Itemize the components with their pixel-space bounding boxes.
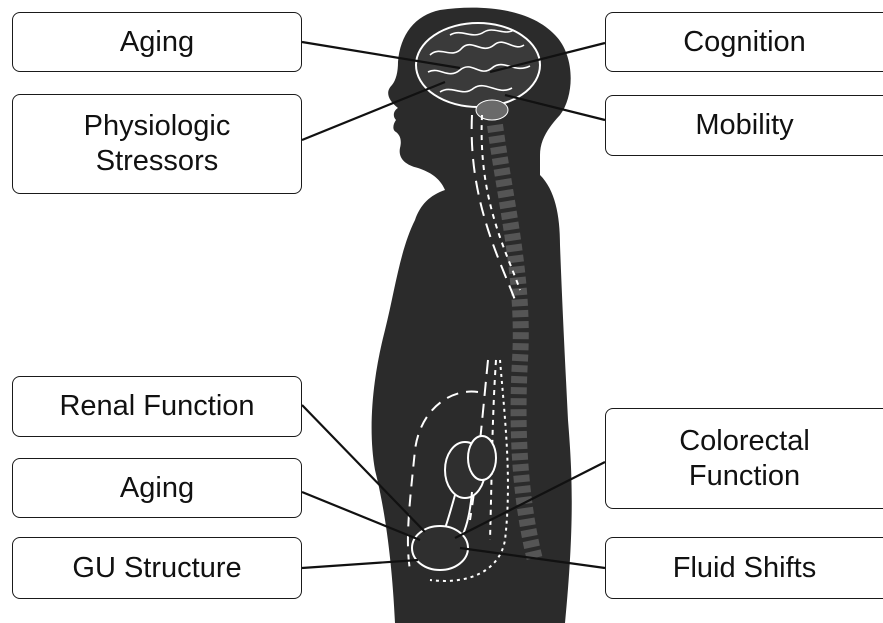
label-colorectal-function-text: Colorectal Function: [679, 424, 810, 494]
label-fluid-shifts-text: Fluid Shifts: [673, 551, 816, 586]
label-aging-top-text: Aging: [120, 25, 194, 60]
label-gu-structure: GU Structure: [12, 537, 302, 599]
label-renal-function: Renal Function: [12, 376, 302, 437]
label-cognition: Cognition: [605, 12, 883, 72]
label-mobility-text: Mobility: [695, 108, 793, 143]
label-cognition-text: Cognition: [683, 25, 806, 60]
label-mobility: Mobility: [605, 95, 883, 156]
label-aging-bottom: Aging: [12, 458, 302, 518]
cerebellum: [476, 100, 508, 120]
label-aging-top: Aging: [12, 12, 302, 72]
label-aging-bottom-text: Aging: [120, 471, 194, 506]
label-colorectal-function: Colorectal Function: [605, 408, 883, 509]
label-gu-structure-text: GU Structure: [72, 551, 241, 586]
label-physiologic-stressors: Physiologic Stressors: [12, 94, 302, 194]
label-renal-function-text: Renal Function: [59, 389, 254, 424]
label-physiologic-stressors-text: Physiologic Stressors: [84, 109, 231, 179]
label-fluid-shifts: Fluid Shifts: [605, 537, 883, 599]
